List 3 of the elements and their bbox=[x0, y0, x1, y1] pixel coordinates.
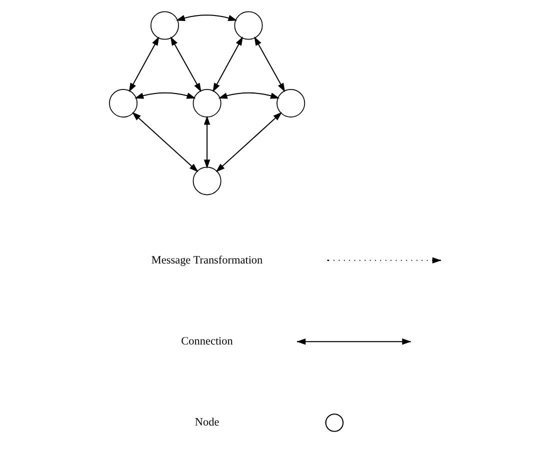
legend-label: Connection bbox=[181, 336, 233, 348]
legend-label: Message Transformation bbox=[151, 254, 263, 266]
legend-label: Node bbox=[194, 416, 220, 429]
